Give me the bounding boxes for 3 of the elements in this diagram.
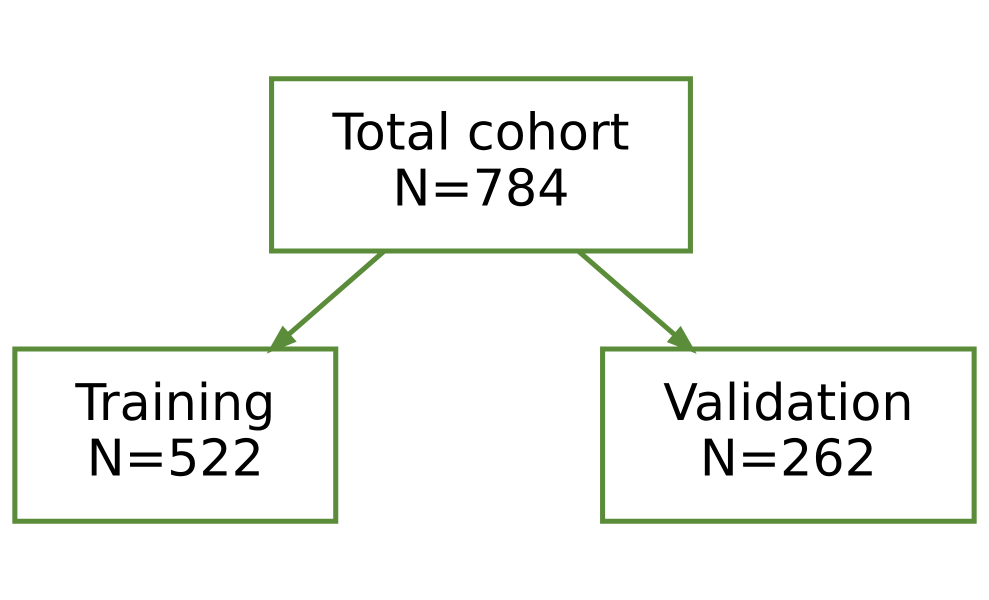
node-box: Total cohort N=784 — [269, 76, 693, 254]
node-box: Training N=522 — [12, 346, 338, 524]
node-box: Validation N=262 — [600, 346, 977, 524]
